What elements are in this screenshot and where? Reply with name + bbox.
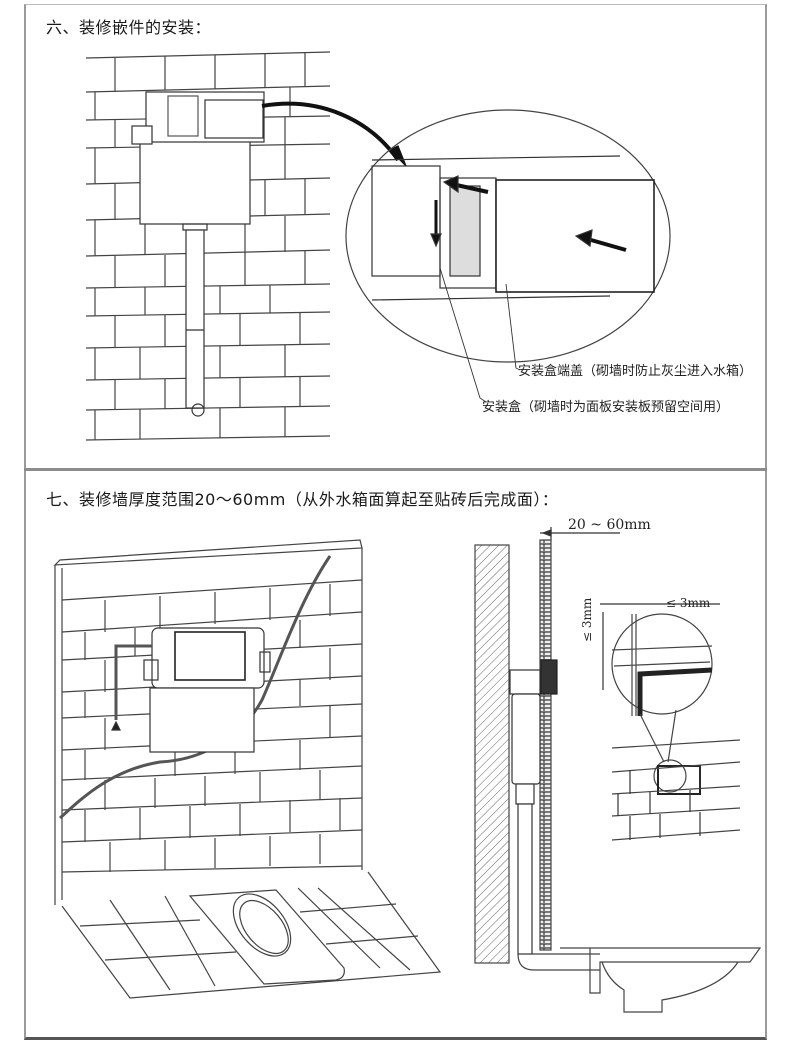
detail-magnifier-gap [600, 603, 741, 841]
section-divider [24, 468, 767, 471]
structural-wall-hatch [474, 544, 510, 964]
callout-box-cover: 安装盒端盖（砌墙时防止灰尘进入水箱） [518, 364, 753, 379]
arrowhead-icon [388, 145, 407, 167]
dimension-gap-vertical: ≤ 3mm [580, 597, 594, 642]
section7-cross-section [474, 527, 620, 971]
basin [560, 947, 762, 1013]
dimension-wall-thickness: 20 ~ 60mm [568, 517, 651, 533]
section7-floor-squat-toilet [61, 871, 442, 999]
dimension-gap-horizontal: ≤ 3mm [666, 596, 711, 610]
section6-detail-magnifier [345, 109, 671, 363]
finish-wall-tiles [539, 539, 552, 951]
section6-brick-wall [85, 51, 331, 441]
section7-cistern-3d [111, 627, 271, 753]
inlet-arrow-icon [111, 720, 121, 731]
callout-leaders [439, 267, 521, 403]
page-frame [24, 4, 767, 1040]
section6-heading: 六、装修嵌件的安装： [46, 18, 212, 37]
callout-install-box: 安装盒（砌墙时为面板安装板预留空间用） [482, 400, 730, 415]
section6-zoom-arrow [261, 101, 400, 162]
section6-cistern [131, 91, 265, 417]
section7-heading: 七、装修墙厚度范围20～60mm（从外水箱面算起至贴砖后完成面）： [46, 490, 559, 509]
